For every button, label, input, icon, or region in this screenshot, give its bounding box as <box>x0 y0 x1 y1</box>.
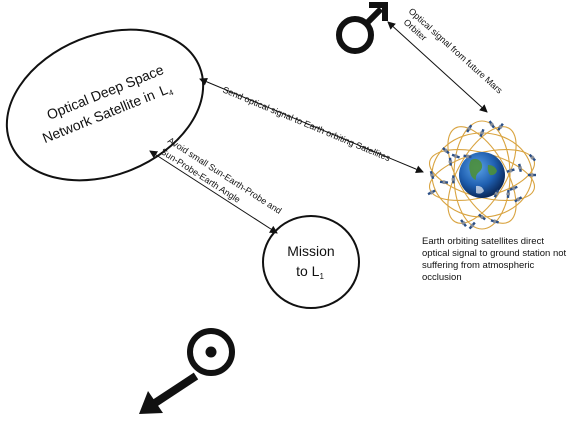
satellite-marker <box>490 219 499 224</box>
satellite-marker <box>493 189 500 198</box>
satellite-marker <box>488 120 495 129</box>
satellite-marker <box>506 189 511 198</box>
mission-l1-circle <box>262 215 360 309</box>
satellite-marker <box>517 163 523 172</box>
mission-l1-label-line2: to L1 <box>296 263 324 281</box>
satellite-marker <box>506 168 515 173</box>
satellite-marker <box>479 128 485 138</box>
satellite-marker <box>448 157 453 166</box>
satellites <box>427 120 537 230</box>
satellite-marker <box>463 154 472 159</box>
mission-l1-label-line1: Mission <box>287 243 334 259</box>
satellite-marker <box>466 124 473 133</box>
satellite-marker <box>468 221 476 230</box>
sun-symbol-icon <box>187 328 235 376</box>
mission-l1-node: Mission to L1 <box>262 215 360 309</box>
edge-l4-to-earth: Send optical signal to Earth orbiting Sa… <box>199 78 424 173</box>
arrow-down-left-icon <box>139 372 199 414</box>
edge-l4-to-mission-line <box>149 150 278 234</box>
satellite-marker <box>528 153 537 162</box>
satellite-marker <box>509 185 518 191</box>
satellite-marker <box>514 196 523 203</box>
satellite-marker <box>439 180 449 185</box>
edge-l4-to-mission-label-line1: Avoid small Sun-Earth-Probe and <box>166 135 284 216</box>
earth-satellites-note: Earth orbiting satellites direct optical… <box>422 236 567 283</box>
satellite-marker <box>429 170 435 180</box>
edge-l4-to-earth-label: Send optical signal to Earth orbiting Sa… <box>221 85 392 164</box>
edge-l4-to-earth-line <box>199 78 424 173</box>
edge-mars-to-earth-line <box>387 21 488 113</box>
satellite-marker <box>451 175 456 184</box>
earth-with-satellite-constellation-icon <box>427 120 537 230</box>
satellite-marker <box>528 173 536 177</box>
satellite-marker <box>451 153 460 159</box>
edge-l4-to-mission: Avoid small Sun-Earth-Probe and Sun-Prob… <box>149 135 284 234</box>
edge-mars-to-earth: Optical signal from future Mars Orbiter <box>387 6 505 113</box>
satellite-marker <box>497 122 504 131</box>
mars-symbol-icon <box>336 2 388 54</box>
edge-mars-label-line1: Optical signal from future Mars <box>407 6 505 96</box>
satellite-l4-ellipse <box>5 28 205 182</box>
satellite-marker <box>427 189 436 196</box>
satellite-marker <box>460 219 467 227</box>
satellite-marker <box>478 213 486 221</box>
satellite-marker <box>442 147 450 155</box>
satellite-l4-node: Optical Deep Space Network Satellite inL… <box>5 28 205 182</box>
